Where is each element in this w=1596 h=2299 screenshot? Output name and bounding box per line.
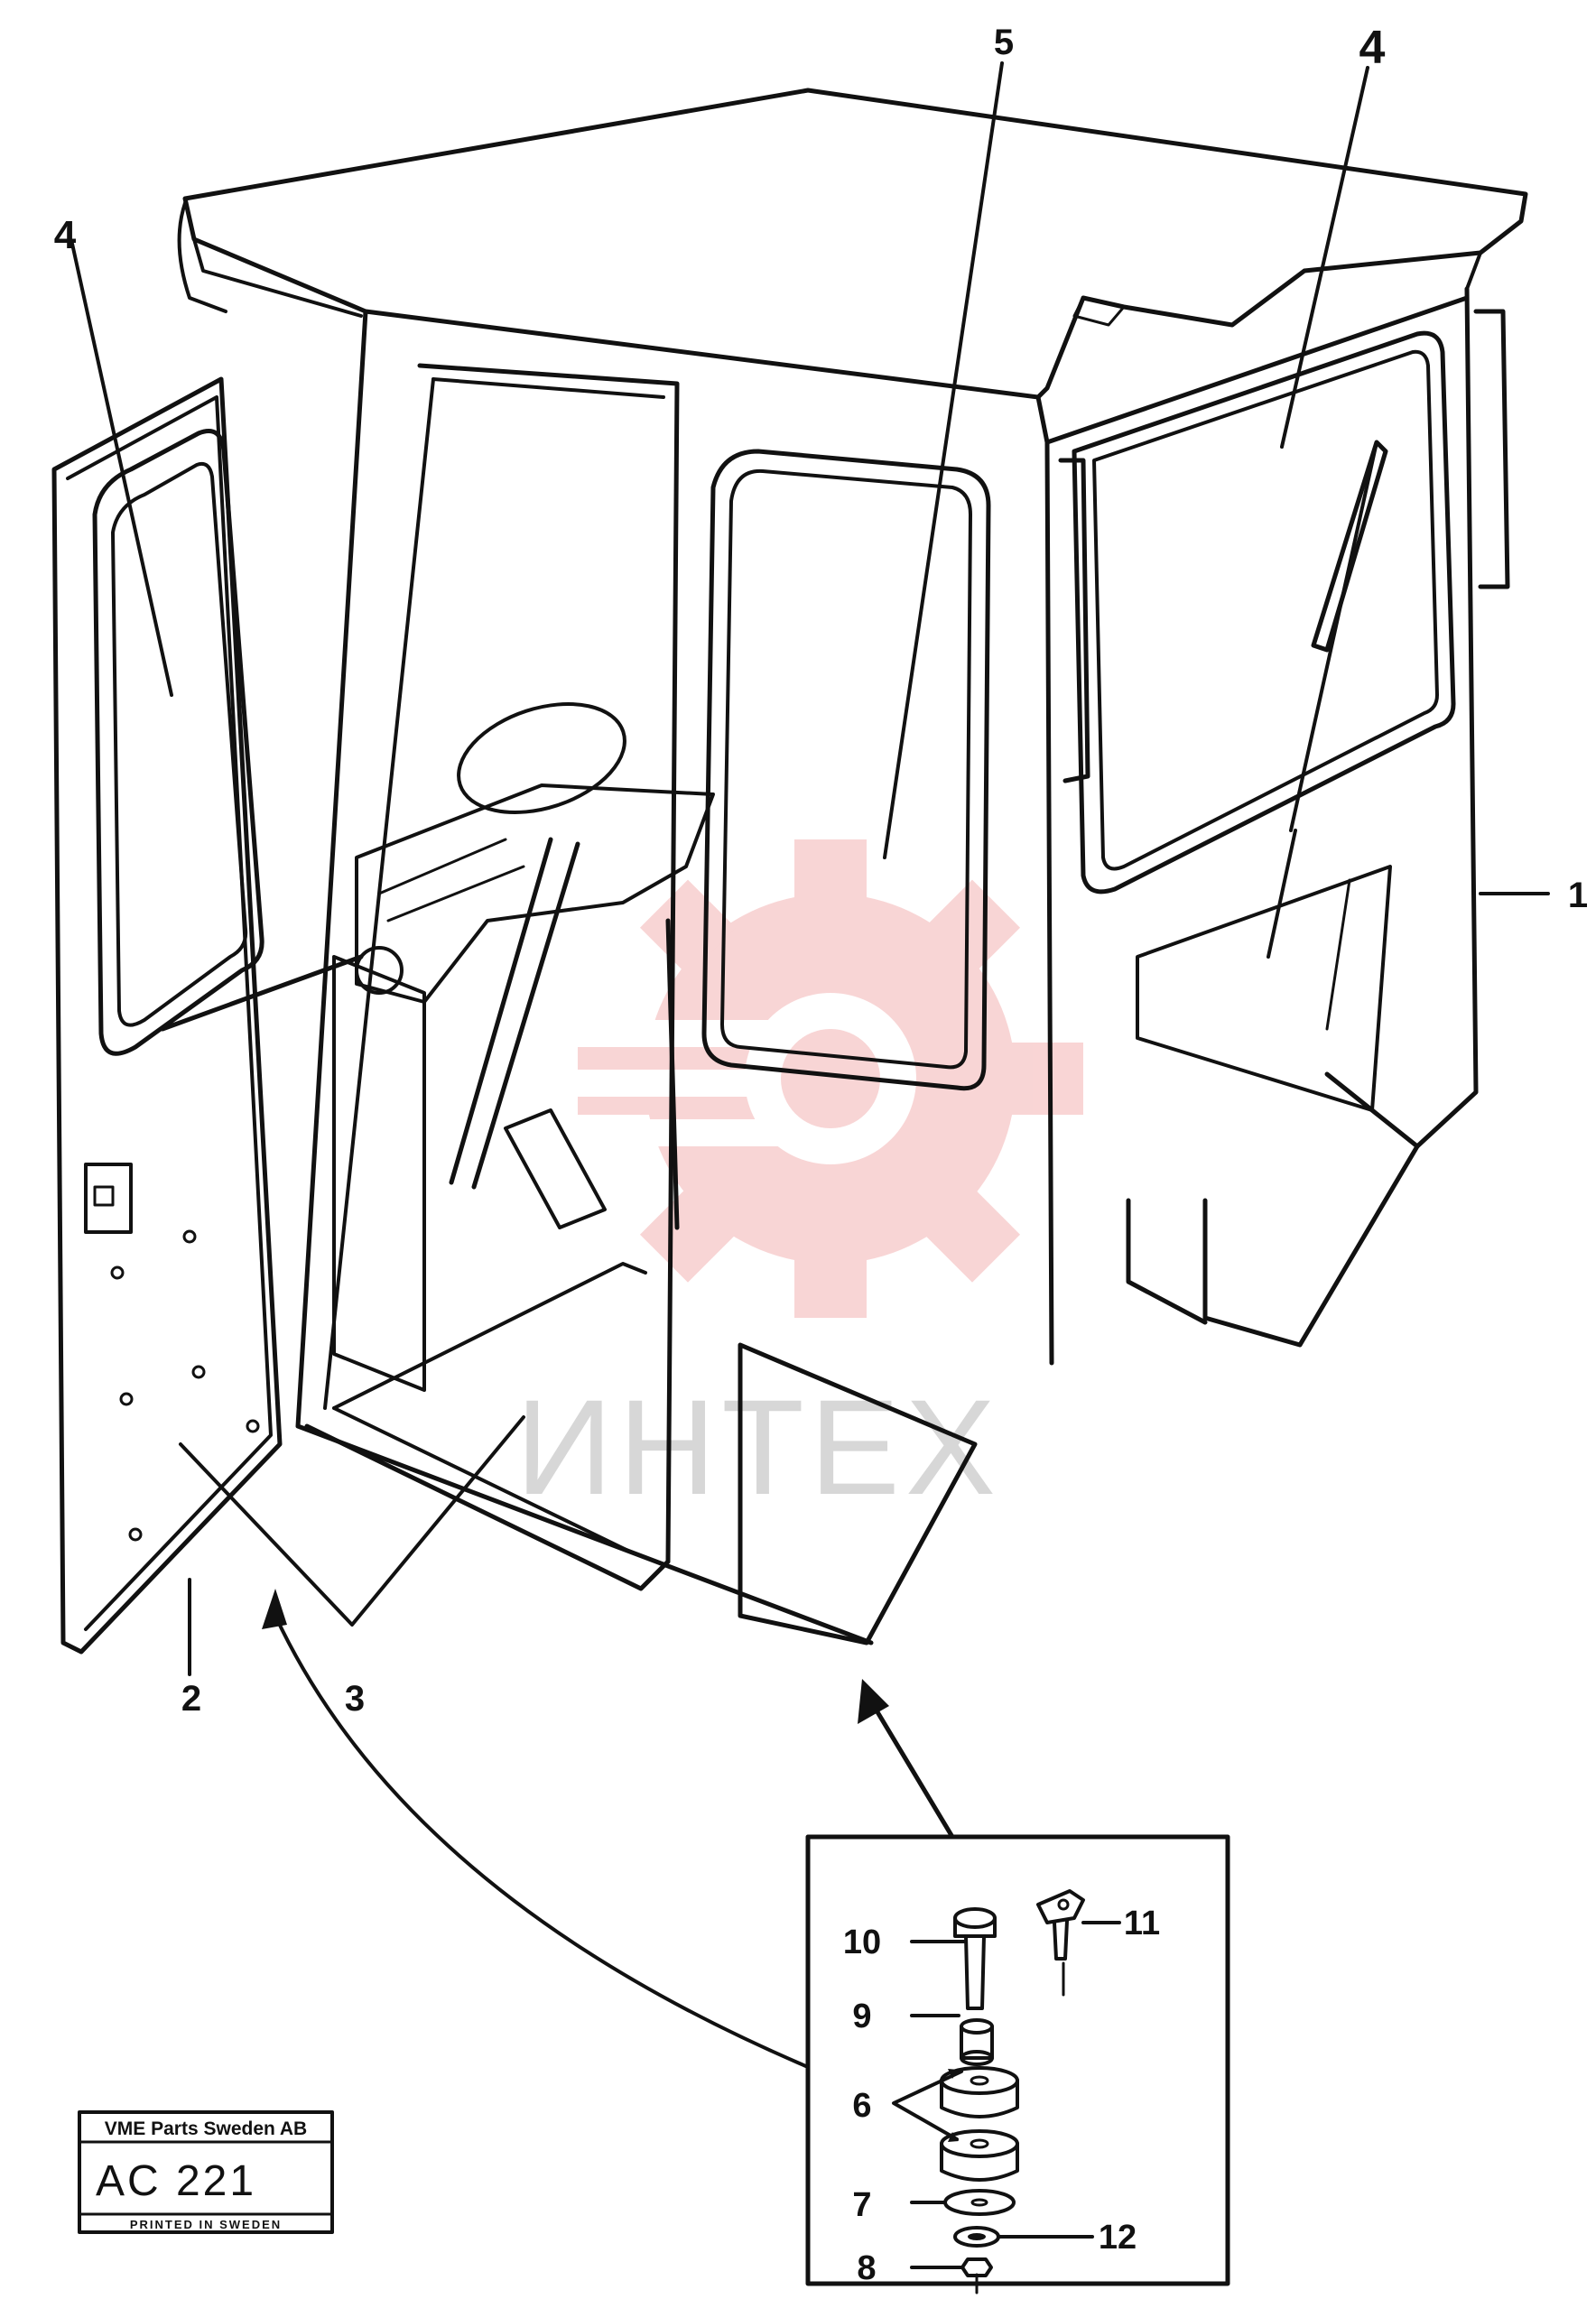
nut-part-8	[960, 2257, 993, 2294]
callout-labels: 1 2 3 4 4 5 6 7 8 9 10 11 12	[54, 22, 1588, 2287]
stamp-footer: PRINTED IN SWEDEN	[130, 2218, 282, 2231]
rubber-mount-part-6	[940, 2066, 1019, 2182]
leader-lines	[70, 61, 1550, 1676]
washer-part-7	[943, 2189, 1016, 2216]
bracket-part-11	[1036, 1889, 1085, 1997]
watermark	[487, 839, 1083, 1318]
cab-front-opening	[160, 309, 991, 1645]
cab-body	[1035, 286, 1510, 1366]
callout-1: 1	[1568, 876, 1588, 915]
callout-9: 9	[852, 1998, 871, 2035]
cab-door	[51, 376, 283, 1655]
callout-3: 3	[345, 1679, 365, 1719]
callout-12: 12	[1099, 2219, 1137, 2257]
bolt-part-10	[953, 1907, 997, 2010]
callout-4-right: 4	[1359, 22, 1386, 74]
detail-leaders	[892, 1921, 1121, 2269]
callout-11: 11	[1124, 1905, 1160, 1942]
detail-arrow-left	[262, 1589, 810, 2069]
mounting-detail-box	[805, 1834, 1230, 2294]
stamp-company: VME Parts Sweden AB	[105, 2118, 307, 2139]
spacer-part-9	[960, 2018, 994, 2066]
callout-2: 2	[181, 1679, 201, 1719]
stamp-code: AC 221	[96, 2157, 256, 2205]
callout-8: 8	[857, 2249, 876, 2287]
callout-6: 6	[852, 2087, 871, 2125]
callout-5: 5	[994, 23, 1014, 62]
parts-stamp: VME Parts Sweden AB AC 221 PRINTED IN SW…	[78, 2110, 334, 2234]
detail-arrow-right	[858, 1679, 955, 1840]
callout-7: 7	[852, 2186, 871, 2224]
watermark-text: ИНТЕХ	[515, 1371, 1001, 1523]
cab-roof	[177, 88, 1528, 400]
callout-4-left: 4	[54, 213, 77, 257]
lock-washer-part-12	[953, 2226, 1000, 2248]
callout-10: 10	[843, 1924, 881, 1961]
